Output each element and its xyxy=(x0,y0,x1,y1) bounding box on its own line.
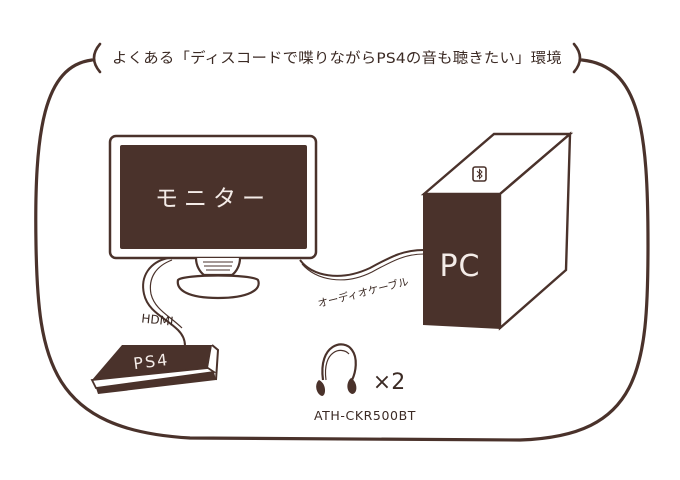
hdmi-cable-inner xyxy=(149,259,183,329)
ps4-label: PS4 xyxy=(132,350,170,373)
bluetooth-glyph xyxy=(476,168,483,180)
monitor-label: モニター xyxy=(155,186,271,212)
headset-quantity: ×2 xyxy=(373,370,405,395)
audio-cable-inner xyxy=(301,253,425,281)
headset-ear-right xyxy=(347,378,357,394)
headset-model: ATH-CKR500BT xyxy=(314,408,416,423)
audio-cable-label: オーディオケーブル xyxy=(316,275,410,310)
hdmi-cable xyxy=(142,257,186,361)
page-title: よくある「ディスコードで喋りながらPS4の音も聴きたい」環境 xyxy=(112,49,562,67)
ps4-bottom xyxy=(96,372,216,394)
frame-outline xyxy=(34,58,650,442)
headset-ear-left xyxy=(316,380,326,396)
ps4-console: PS4 xyxy=(90,344,220,394)
title-bracket-right xyxy=(572,42,582,74)
monitor: モニター xyxy=(108,134,318,300)
headset-icon xyxy=(316,343,357,396)
ps4-edge xyxy=(211,344,220,381)
monitor-stand-hatch xyxy=(203,261,233,271)
pc-tower: PC xyxy=(420,131,574,331)
ps4-top xyxy=(92,345,212,380)
pc-front xyxy=(423,193,501,330)
title-bracket-left xyxy=(92,42,102,74)
headset-band xyxy=(321,343,357,381)
pc-label: PC xyxy=(439,249,480,284)
monitor-stand-base xyxy=(176,274,260,300)
audio-cable xyxy=(299,249,425,277)
headset-band-inner xyxy=(324,349,350,381)
hdmi-label: HDMI xyxy=(141,311,174,328)
monitor-screen xyxy=(120,145,307,249)
